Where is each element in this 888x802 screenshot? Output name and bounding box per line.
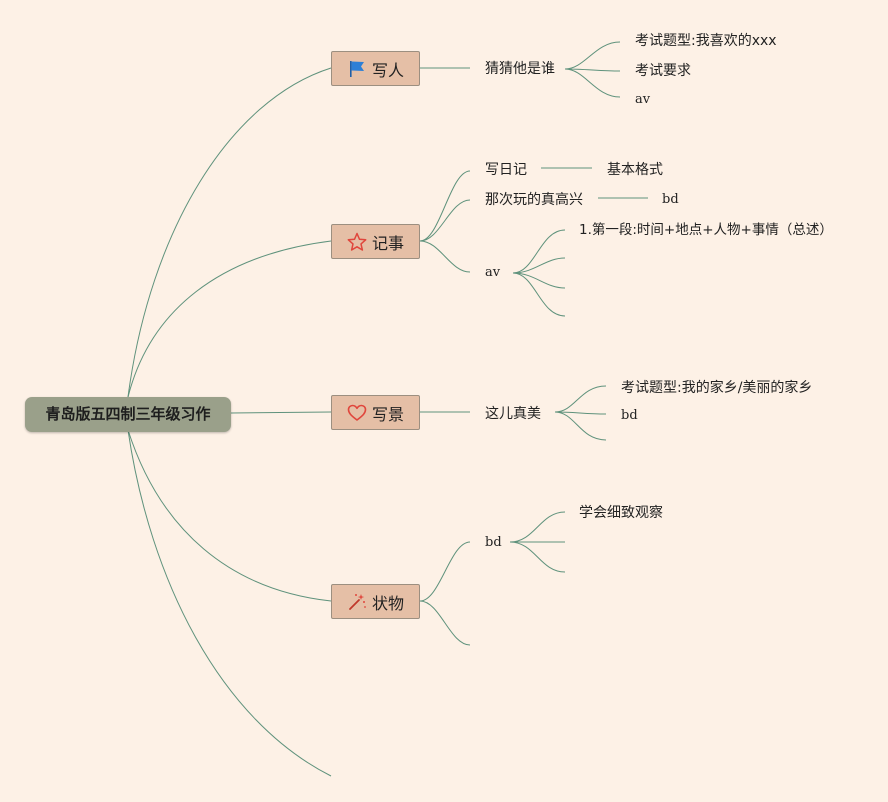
subtopic-caicai[interactable]: 猜猜他是谁 (485, 61, 555, 77)
topic-label: 写景 (371, 404, 404, 424)
connector-zhe-3 (554, 411, 607, 441)
topic-label: 记事 (371, 233, 404, 253)
leaf-exam-hometown[interactable]: 考试题型:我的家乡/美丽的家乡 (621, 380, 813, 396)
connector-bd-3 (509, 541, 566, 573)
subtopic-wan[interactable]: 那次玩的真高兴 (485, 192, 583, 208)
leaf-bd[interactable]: bd (621, 408, 638, 423)
subtopic-riji[interactable]: 写日记 (485, 162, 527, 178)
connector-zhe-1 (554, 385, 607, 413)
connector-zhuangwu-1 (419, 541, 471, 602)
leaf-exam-type[interactable]: 考试题型:我喜欢的xxx (635, 33, 777, 49)
flag-icon (347, 59, 367, 79)
topic-label: 写人 (371, 60, 404, 80)
connector-jishi-3 (419, 240, 471, 273)
connector-caicai-2 (564, 68, 621, 72)
leaf-exam-requirement[interactable]: 考试要求 (635, 63, 691, 79)
connector-root-empty (127, 429, 332, 777)
leaf-first-paragraph[interactable]: 1.第一段:时间+地点+人物+事情（总述） (579, 222, 833, 238)
root-topic[interactable]: 青岛版五四制三年级习作 (25, 397, 231, 432)
subtopic-av[interactable]: av (485, 265, 501, 280)
connector-root-jishi (127, 240, 332, 398)
connector-av-1 (512, 229, 566, 274)
connector-jishi-1 (419, 170, 471, 242)
star-icon (347, 232, 367, 252)
connector-jishi-2 (419, 199, 471, 242)
connector-caicai-1 (564, 41, 621, 70)
topic-jishi[interactable]: 记事 (331, 224, 420, 259)
connector-root-zhuangwu (127, 429, 332, 602)
subtopic-zheer[interactable]: 这儿真美 (485, 406, 541, 422)
leaf-bd[interactable]: bd (662, 192, 679, 207)
leaf-observe[interactable]: 学会细致观察 (579, 505, 663, 521)
topic-label: 状物 (371, 593, 404, 613)
subtopic-bd[interactable]: bd (485, 535, 502, 550)
connector-zhe-2 (554, 411, 607, 415)
topic-xieren[interactable]: 写人 (331, 51, 420, 86)
connector-av-4 (512, 272, 566, 317)
connector-root-xiejing (230, 411, 332, 414)
heart-icon (347, 403, 367, 423)
connector-root-xieren (127, 67, 332, 398)
leaf-basic-format[interactable]: 基本格式 (607, 162, 663, 178)
leaf-av[interactable]: av (635, 92, 651, 107)
connector-av-2 (512, 257, 566, 274)
connector-caicai-3 (564, 68, 621, 98)
topic-xiejing[interactable]: 写景 (331, 395, 420, 430)
topic-zhuangwu[interactable]: 状物 (331, 584, 420, 619)
connector-bd-1 (509, 511, 566, 543)
connector-zhuangwu-2 (419, 600, 471, 646)
magic-wand-icon (347, 592, 367, 612)
